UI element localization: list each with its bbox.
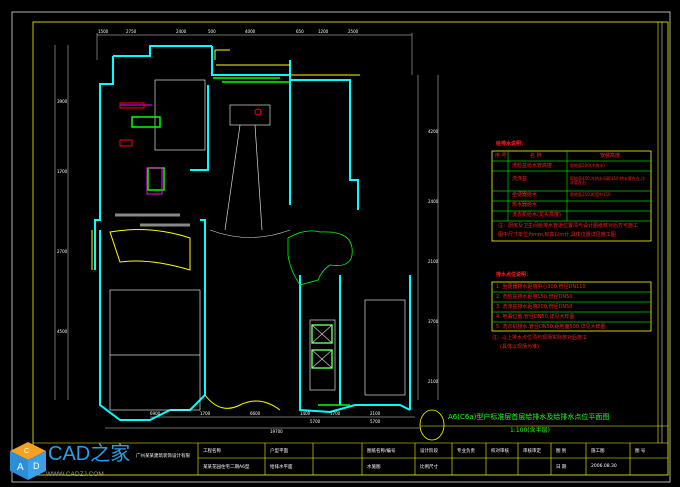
dimension-label-top: 1200 xyxy=(318,29,329,34)
drawing-frame xyxy=(32,21,669,476)
dimension-label-top: 1500 xyxy=(98,29,109,34)
title-block-cell: 施工图 xyxy=(591,449,605,454)
title-block-grid xyxy=(33,442,668,475)
dimension-label-bottom: 6900 xyxy=(150,411,161,416)
notes2-row: 5. 洗衣机排水,管径DN50,距地面500,详见大样图 xyxy=(496,324,606,330)
title-block-cell: 2006.08.30 xyxy=(591,464,617,469)
dimension-label-bottom: 1700 xyxy=(330,411,341,416)
title-block-cell: 图纸名称/编号 xyxy=(367,449,396,454)
watermark-url: WWW.CADZJ.COM xyxy=(46,471,104,478)
title-block-cell: 户型平面 xyxy=(270,449,288,454)
title-block-cell: 比例尺寸 xyxy=(420,465,438,470)
drawing-scale: 1:100(含半层) xyxy=(510,427,550,434)
dimension-label-left: 2700 xyxy=(57,249,68,254)
notes1-row-height: 距地面250,距墙中150 xyxy=(570,192,611,197)
notes2-foot2: (具体以现场为准) xyxy=(500,344,539,350)
cadzj-watermark: A D C CAD之家 WWW.CADZJ.COM xyxy=(8,440,130,486)
cube-letter-d: D xyxy=(33,461,40,471)
dimension-label-bottom: 6600 xyxy=(250,411,261,416)
notes1-row-name: 热水器给水 xyxy=(512,202,538,208)
dimension-label-top: 2400 xyxy=(176,29,187,34)
title-block-cell: 图 号 xyxy=(635,449,646,454)
notes1-row-name: 洗衣机给水(龙头高度) xyxy=(512,212,561,218)
dimension-label-right: 2100 xyxy=(428,259,439,264)
dimension-label-left: 4500 xyxy=(57,329,68,334)
floor-plan xyxy=(54,33,439,429)
dimension-label-top: 4000 xyxy=(245,29,256,34)
title-block-cell: 图 别 xyxy=(556,449,567,454)
dimension-label-left: 3900 xyxy=(57,99,68,104)
dimension-label-top: 2500 xyxy=(348,29,359,34)
notes1-col-height: 安装高度 xyxy=(600,153,621,159)
dimension-label-bottom: 5700 xyxy=(370,419,381,424)
notes1-table-grid xyxy=(491,150,652,242)
dimension-label-top: 650 xyxy=(296,29,304,34)
title-block-cell: 校对审核 xyxy=(491,449,509,454)
dimension-label-right: 2400 xyxy=(428,199,439,204)
notes1-row-height: 距地面450,冷热水间距150;热水管在左,冷水管在右 xyxy=(570,176,646,185)
dimension-label-top: 500 xyxy=(208,29,216,34)
notes1-foot2: 图中尺寸单位为mm,标高以m计,具体位置详见施工图 xyxy=(498,232,616,238)
dimension-label-bottom: 2100 xyxy=(370,411,381,416)
cube-logo-icon: A D C xyxy=(10,442,46,480)
dimension-label-top: 2750 xyxy=(126,29,137,34)
company-name: 广州某某建筑装饰设计有限 xyxy=(136,454,190,459)
title-block-cell: 给排水平面 xyxy=(270,465,293,470)
dimension-label-right: 4200 xyxy=(428,129,439,134)
title-block-cell: 审核审定 xyxy=(523,449,541,454)
notes2-row: 2. 洗脸盆排水距墙150,管径DN50 xyxy=(496,294,573,300)
notes2-heading: 排水点位说明： xyxy=(496,272,532,278)
notes1-col-no: 序 号 xyxy=(495,153,507,159)
notes2-foot1: 注：以上排水点位须与现场实际核对后施工 xyxy=(492,335,588,341)
cube-letter-a: A xyxy=(17,462,24,473)
dimension-label-bottom: 1700 xyxy=(200,411,211,416)
outer-frame xyxy=(11,11,671,483)
notes1-row-name: 洗脸盆给水管高度 xyxy=(512,163,553,169)
title-block-cell: 工程名称 xyxy=(203,449,221,454)
notes2-table-grid xyxy=(491,281,652,332)
notes1-row-height: 距地面500(冷热水) xyxy=(570,163,605,168)
notes2-row: 3. 洗涤盆排水距墙200,管径DN50 xyxy=(496,304,573,310)
title-block-cell: 水施图 xyxy=(367,465,381,470)
notes2-row: 4. 地漏位置,管径DN50,详见大样图 xyxy=(496,314,575,320)
notes1-row-name: 坐便器给水 xyxy=(512,192,538,198)
dimension-label-bottom: 1400 xyxy=(300,411,311,416)
watermark-brand: CAD之家 xyxy=(48,443,131,465)
dimension-label-left: 1700 xyxy=(57,169,68,174)
dimension-lines xyxy=(54,33,439,429)
dimension-label-bottom: 5700 xyxy=(310,419,321,424)
title-circle xyxy=(419,409,445,441)
dimension-label-right: 3700 xyxy=(428,319,439,324)
notes1-col-name: 名 称 xyxy=(530,153,542,159)
notes1-foot1: 注：厨房及卫生间给排水管道位置须与设计图纸核对后方可施工 xyxy=(498,223,639,229)
drawing-title: A6(C6a)型户标准层首层给排水及给排水点位平面图 xyxy=(448,413,610,421)
title-block-cell: 某某花园住宅二期A6型 xyxy=(203,465,250,470)
notes1-heading: 给排水说明： xyxy=(496,141,527,147)
title-block-cell: 设计阶段 xyxy=(420,449,438,454)
cube-letter-c: C xyxy=(24,448,29,455)
notes1-row-name: 洗涤盆 xyxy=(512,176,528,182)
dimension-label-right: 2100 xyxy=(428,379,439,384)
notes2-row: 1. 坐便器排水距墙中心300,管径DN110 xyxy=(496,284,586,290)
dimension-label-bottom: 19700 xyxy=(270,429,283,434)
title-block-cell: 专业负责 xyxy=(457,449,475,454)
title-block-cell: 日 期 xyxy=(556,465,567,470)
